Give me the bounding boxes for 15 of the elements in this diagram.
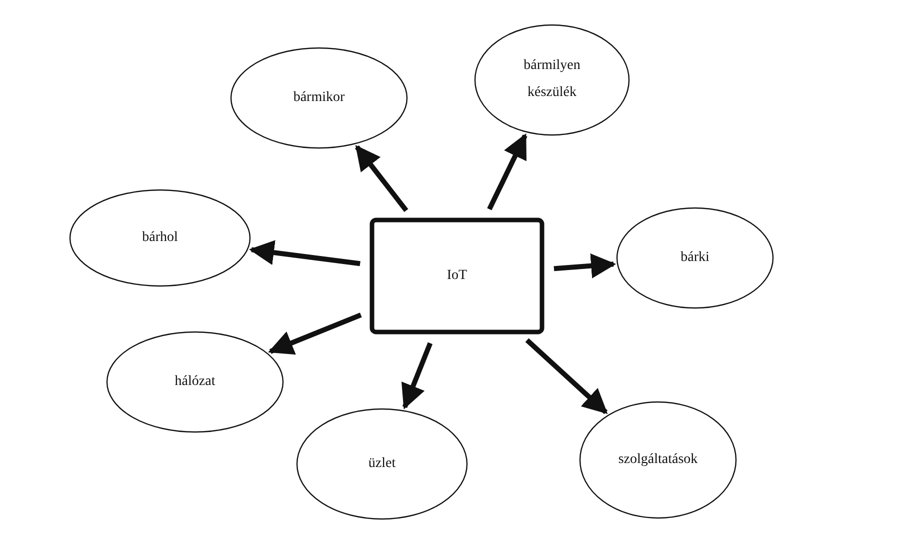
node-label: bárki bbox=[680, 248, 710, 267]
node-label: hálózat bbox=[174, 372, 216, 391]
node-label: bármilyen készülék bbox=[522, 57, 582, 102]
node-label: bárhol bbox=[142, 228, 178, 247]
arrow bbox=[249, 240, 360, 266]
arrow bbox=[525, 338, 608, 414]
arrow bbox=[487, 133, 528, 210]
node-label: szolgáltatások bbox=[618, 450, 698, 469]
arrow bbox=[554, 253, 616, 278]
arrow bbox=[268, 312, 362, 355]
arrow bbox=[354, 144, 408, 212]
node-label: bármikor bbox=[293, 88, 345, 107]
node-label: IoT bbox=[446, 266, 468, 285]
arrow bbox=[401, 342, 433, 410]
node-label: üzlet bbox=[368, 454, 396, 473]
